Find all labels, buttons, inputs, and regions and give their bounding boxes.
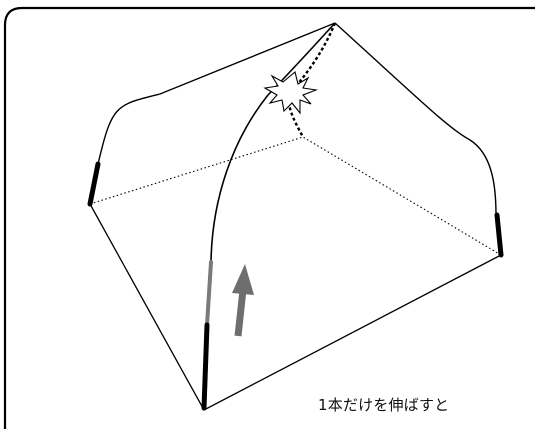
front-pole bbox=[203, 22, 336, 411]
front-pole-base bbox=[201, 322, 210, 411]
extended-pole-section bbox=[205, 260, 213, 327]
up-arrow-icon bbox=[232, 264, 254, 337]
left-pole bbox=[89, 22, 336, 205]
ground-edge-front bbox=[89, 203, 502, 411]
left-pole-end bbox=[87, 161, 101, 207]
panel-border bbox=[3, 6, 535, 429]
right-pole bbox=[334, 22, 497, 216]
right-pole-end bbox=[494, 212, 504, 258]
burst-icon bbox=[263, 71, 319, 115]
caption-text: 1本だけを伸ばすと bbox=[318, 396, 450, 414]
ground-edge-hidden bbox=[89, 136, 502, 256]
back-pole-hidden bbox=[286, 22, 337, 138]
